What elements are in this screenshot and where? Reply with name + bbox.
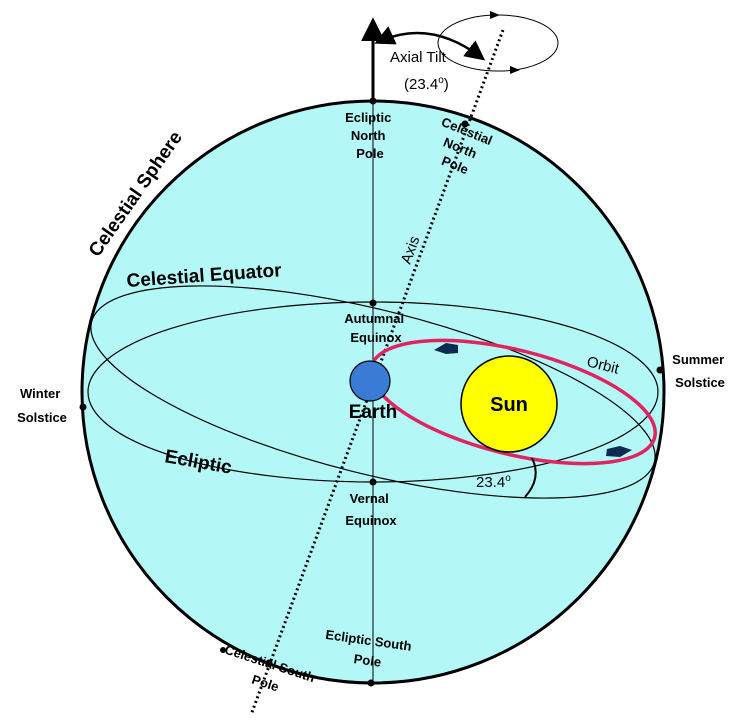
ecliptic-ellipse [90,285,656,499]
sun-label: Sun [490,394,528,416]
tilt-angle-arc [524,457,537,498]
ecliptic-north-pole-label: Ecliptic North Pole [345,110,395,161]
celestial-south-pole-point [265,659,273,667]
vernal-equinox-label: Vernal Equinox [345,491,397,528]
axial-tilt-label: Axial Tilt [390,49,447,66]
celestial-axis-line [249,29,505,716]
vernal-equinox-point [369,478,377,486]
axial-tilt-value: (23.4o) [404,75,449,93]
ecliptic-north-pole-point [369,97,377,105]
orbit-arrow-bottom [606,446,632,457]
earth [349,360,391,402]
precession-arrow-bottom [510,66,520,74]
ecliptic-south-pole-point [367,679,375,687]
sun [460,355,558,453]
earth-label: Earth [349,402,398,423]
winter-solstice-label: Winter Solstice [17,386,67,425]
autumnal-equinox-point [369,299,377,307]
tilt-angle-label: 23.4o [476,473,511,491]
orbit-arrow-top [434,343,458,354]
celestial-north-pole-point [461,120,469,128]
autumnal-equinox-label: Autumnal Equinox [344,311,408,345]
precession-arrow-top [490,11,500,19]
summer-solstice-point [656,366,664,374]
sphere-edge-point [220,647,226,653]
summer-solstice-label: Summer Solstice [672,352,728,390]
axial-tilt-arc [374,26,486,61]
winter-solstice-point [79,403,87,411]
